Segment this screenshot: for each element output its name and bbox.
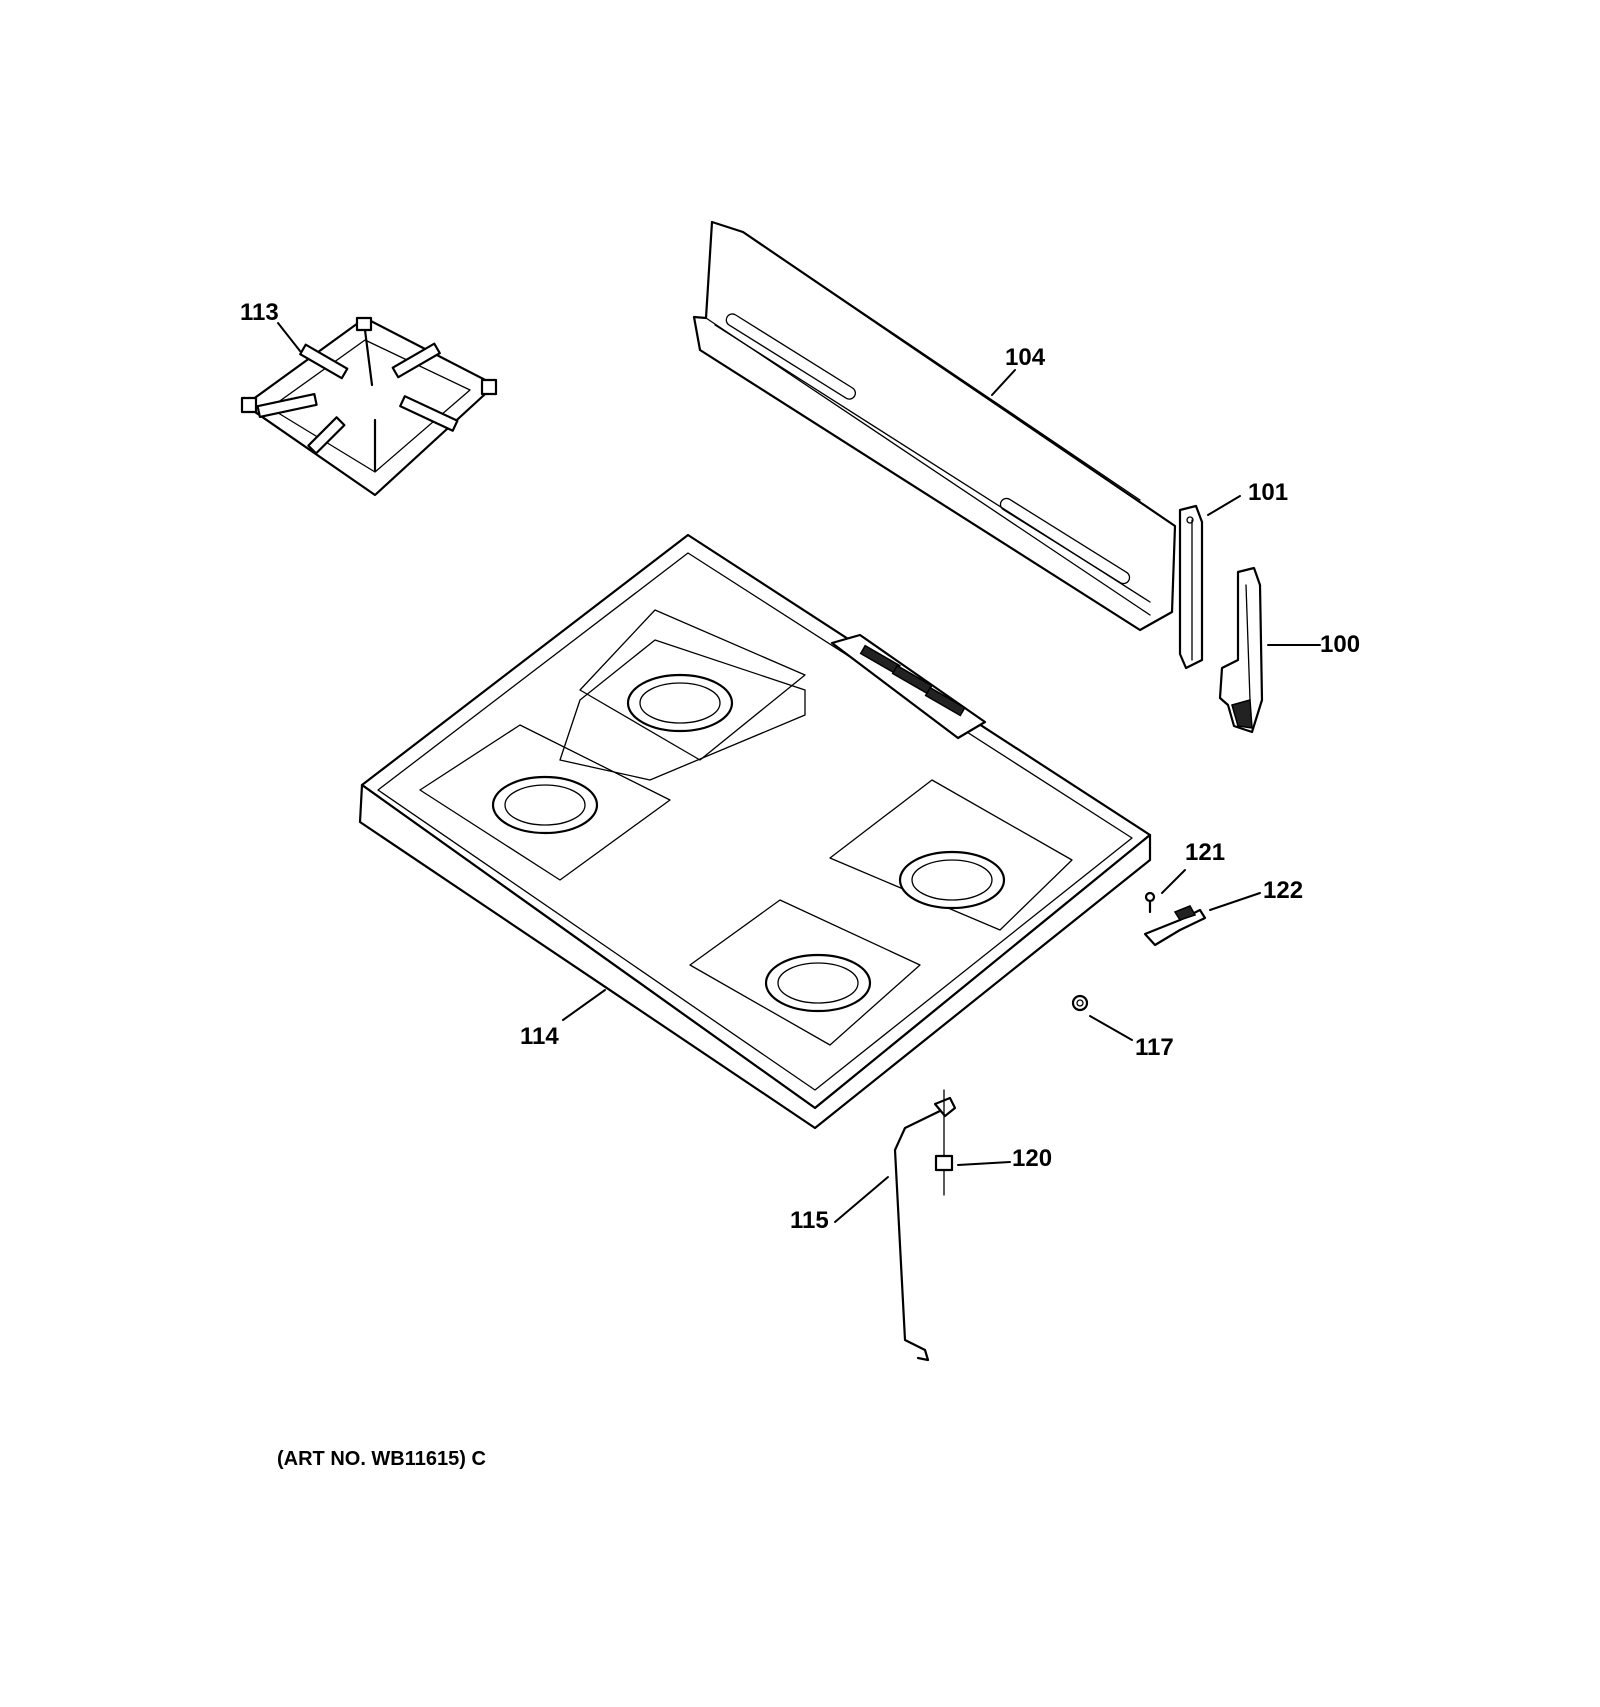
nut-part-117 (1071, 994, 1089, 1012)
clip-part-122 (1143, 905, 1207, 947)
callout-101: 101 (1248, 479, 1288, 506)
callout-115: 115 (790, 1207, 829, 1234)
art-number: (ART NO. WB11615) C (277, 1448, 486, 1470)
callout-114: 114 (520, 1023, 559, 1050)
nut-part-120 (934, 1089, 954, 1196)
screw-part-121 (1144, 891, 1156, 914)
callout-113: 113 (240, 299, 279, 326)
backguard-part-104 (692, 220, 1177, 632)
callout-104: 104 (1005, 344, 1046, 371)
bracket-part-101 (1178, 504, 1204, 670)
callout-120: 120 (1012, 1145, 1052, 1172)
callout-labels: 113 104 101 100 121 122 114 117 120 115 (240, 299, 1360, 1234)
callout-122: 122 (1263, 877, 1303, 904)
leader-lines (277, 322, 1321, 1223)
grate-part-113 (240, 316, 498, 497)
cooktop-part-114 (358, 533, 1152, 1130)
callout-121: 121 (1185, 839, 1225, 866)
callout-100: 100 (1320, 631, 1360, 658)
rod-part-115 (893, 1096, 957, 1362)
callout-117: 117 (1135, 1034, 1174, 1061)
endcap-part-100 (1218, 566, 1264, 734)
